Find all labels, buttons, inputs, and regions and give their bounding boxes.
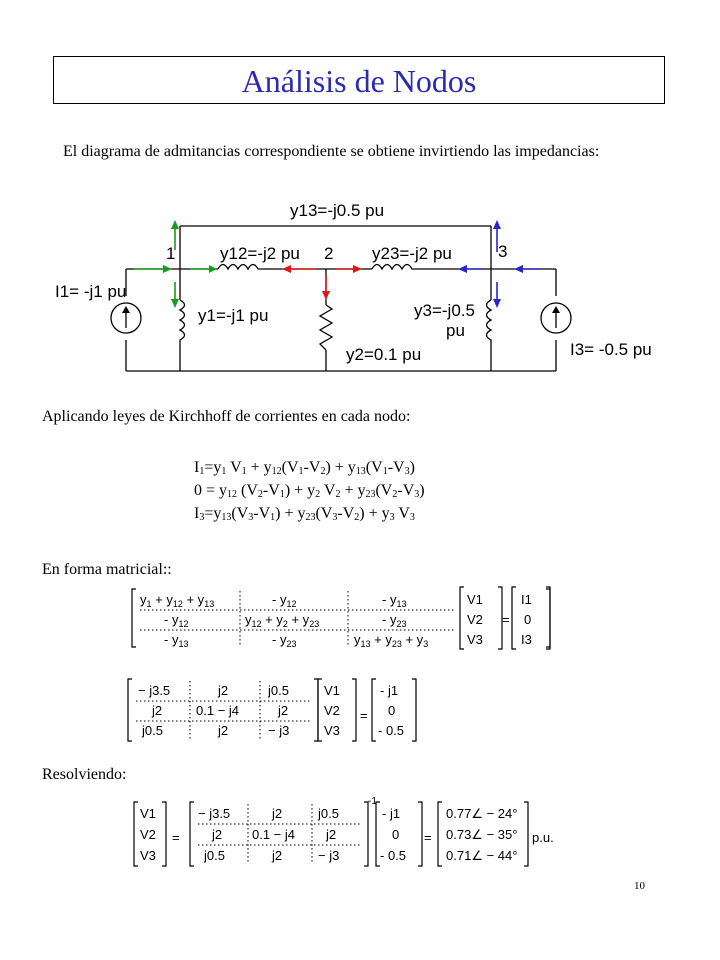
m3-result1: 0.77∠ − 24° [446, 806, 517, 821]
m2-r1c2: j2 [217, 683, 228, 698]
m3-r2c1: j2 [211, 827, 222, 842]
y1-label: y1=-j1 pu [198, 306, 268, 325]
m2-r3c3: − j3 [268, 723, 289, 738]
m1-r2c3: - y23 [382, 612, 406, 629]
m1-rhs3: I3 [521, 632, 532, 647]
m3-r1c1: − j3.5 [198, 806, 230, 821]
m2-rhs2: 0 [388, 703, 395, 718]
m2-r3c1: j0.5 [141, 723, 163, 738]
m3-r3c1: j0.5 [203, 848, 225, 863]
solve-label: Resolviendo: [42, 766, 127, 783]
i1-label: I1= -j1 pu [55, 282, 126, 301]
y3-unit-label: pu [446, 321, 465, 340]
equation-3: I3=y13(V3-V1) + y23(V3-V2) + y3 V3 [194, 505, 415, 523]
node-1-label: 1 [166, 244, 175, 263]
m1-r3c3: y13 + y23 + y3 [354, 632, 428, 649]
m2-rhs3: - 0.5 [378, 723, 404, 738]
y23-label: y23=-j2 pu [372, 244, 452, 263]
y12-label: y12=-j2 pu [220, 244, 300, 263]
m1-r3c2: - y23 [272, 632, 296, 649]
m2-r3c2: j2 [217, 723, 228, 738]
m2-r1c1: − j3.5 [138, 683, 170, 698]
m3-equals-2: = [424, 830, 432, 845]
m2-equals: = [360, 708, 368, 723]
m2-r2c2: 0.1 − j4 [196, 703, 239, 718]
admittance-circuit-diagram: y13=-j0.5 pu 1 y12=-j2 pu 2 y23=-j2 pu 3… [55, 201, 652, 372]
m3-r1c3: j0.5 [317, 806, 339, 821]
m1-r2c1: - y12 [164, 612, 188, 629]
m1-r3c1: - y13 [164, 632, 188, 649]
y13-label: y13=-j0.5 pu [290, 201, 384, 220]
equation-2: 0 = y12 (V2-V1) + y2 V2 + y23(V2-V3) [194, 482, 425, 500]
m2-r1c3: j0.5 [267, 683, 289, 698]
m1-r1c1: y1 + y12 + y13 [140, 592, 214, 609]
equation-1: I1=y1 V1 + y12(V1-V2) + y13(V1-V3) [194, 459, 415, 477]
m3-r1c2: j2 [271, 806, 282, 821]
intro-text: El diagrama de admitancias correspondien… [63, 143, 600, 160]
m3-r2c3: j2 [325, 827, 336, 842]
m2-v1: V1 [324, 683, 340, 698]
m3-rhs2: 0 [392, 827, 399, 842]
m2-r2c3: j2 [277, 703, 288, 718]
m1-v1: V1 [467, 592, 483, 607]
m3-result3: 0.71∠ − 44° [446, 848, 517, 863]
m3-unit: p.u. [532, 830, 554, 845]
m1-rhs1: I1 [521, 592, 532, 607]
m3-result2: 0.73∠ − 35° [446, 827, 517, 842]
m3-v2: V2 [140, 827, 156, 842]
m1-r2c2: y12 + y2 + y23 [245, 612, 319, 629]
m1-equals: = [502, 612, 510, 627]
m3-r2c2: 0.1 − j4 [252, 827, 295, 842]
page-title: Análisis de Nodos [53, 56, 665, 104]
m3-equals-1: = [172, 830, 180, 845]
m3-r3c2: j2 [271, 848, 282, 863]
page-number: 10 [634, 880, 645, 892]
matrix-form-label: En forma matricial:: [42, 561, 172, 578]
m3-rhs1: - j1 [382, 806, 400, 821]
i3-label: I3= -0.5 pu [570, 340, 652, 359]
m1-r1c2: - y12 [272, 592, 296, 609]
m3-v1: V1 [140, 806, 156, 821]
m3-v3: V3 [140, 848, 156, 863]
m2-v3: V3 [324, 723, 340, 738]
y3-label: y3=-j0.5 [414, 301, 475, 320]
m3-rhs3: - 0.5 [380, 848, 406, 863]
m1-v3: V3 [467, 632, 483, 647]
m3-inverse-exponent: -1 [368, 796, 377, 807]
m2-r2c1: j2 [151, 703, 162, 718]
m3-r3c3: − j3 [318, 848, 339, 863]
node-3-label: 3 [498, 242, 507, 261]
kirchhoff-label: Aplicando leyes de Kirchhoff de corrient… [42, 408, 411, 425]
y2-label: y2=0.1 pu [346, 345, 421, 364]
node-2-label: 2 [324, 244, 333, 263]
m1-v2: V2 [467, 612, 483, 627]
m2-v2: V2 [324, 703, 340, 718]
m1-rhs2: 0 [524, 612, 531, 627]
numeric-matrix-equation: − j3.5 j2 j0.5 j2 0.1 − j4 j2 j0.5 j2 − … [127, 678, 417, 742]
symbolic-matrix-equation: y1 + y12 + y13 - y12 - y13 - y12 y12 + y… [131, 586, 551, 650]
solution-matrix-equation: V1 V2 V3 = − j3.5 j2 j0.5 j2 0.1 − j4 j2… [133, 796, 554, 867]
m2-rhs1: - j1 [380, 683, 398, 698]
m1-r1c3: - y13 [382, 592, 406, 609]
